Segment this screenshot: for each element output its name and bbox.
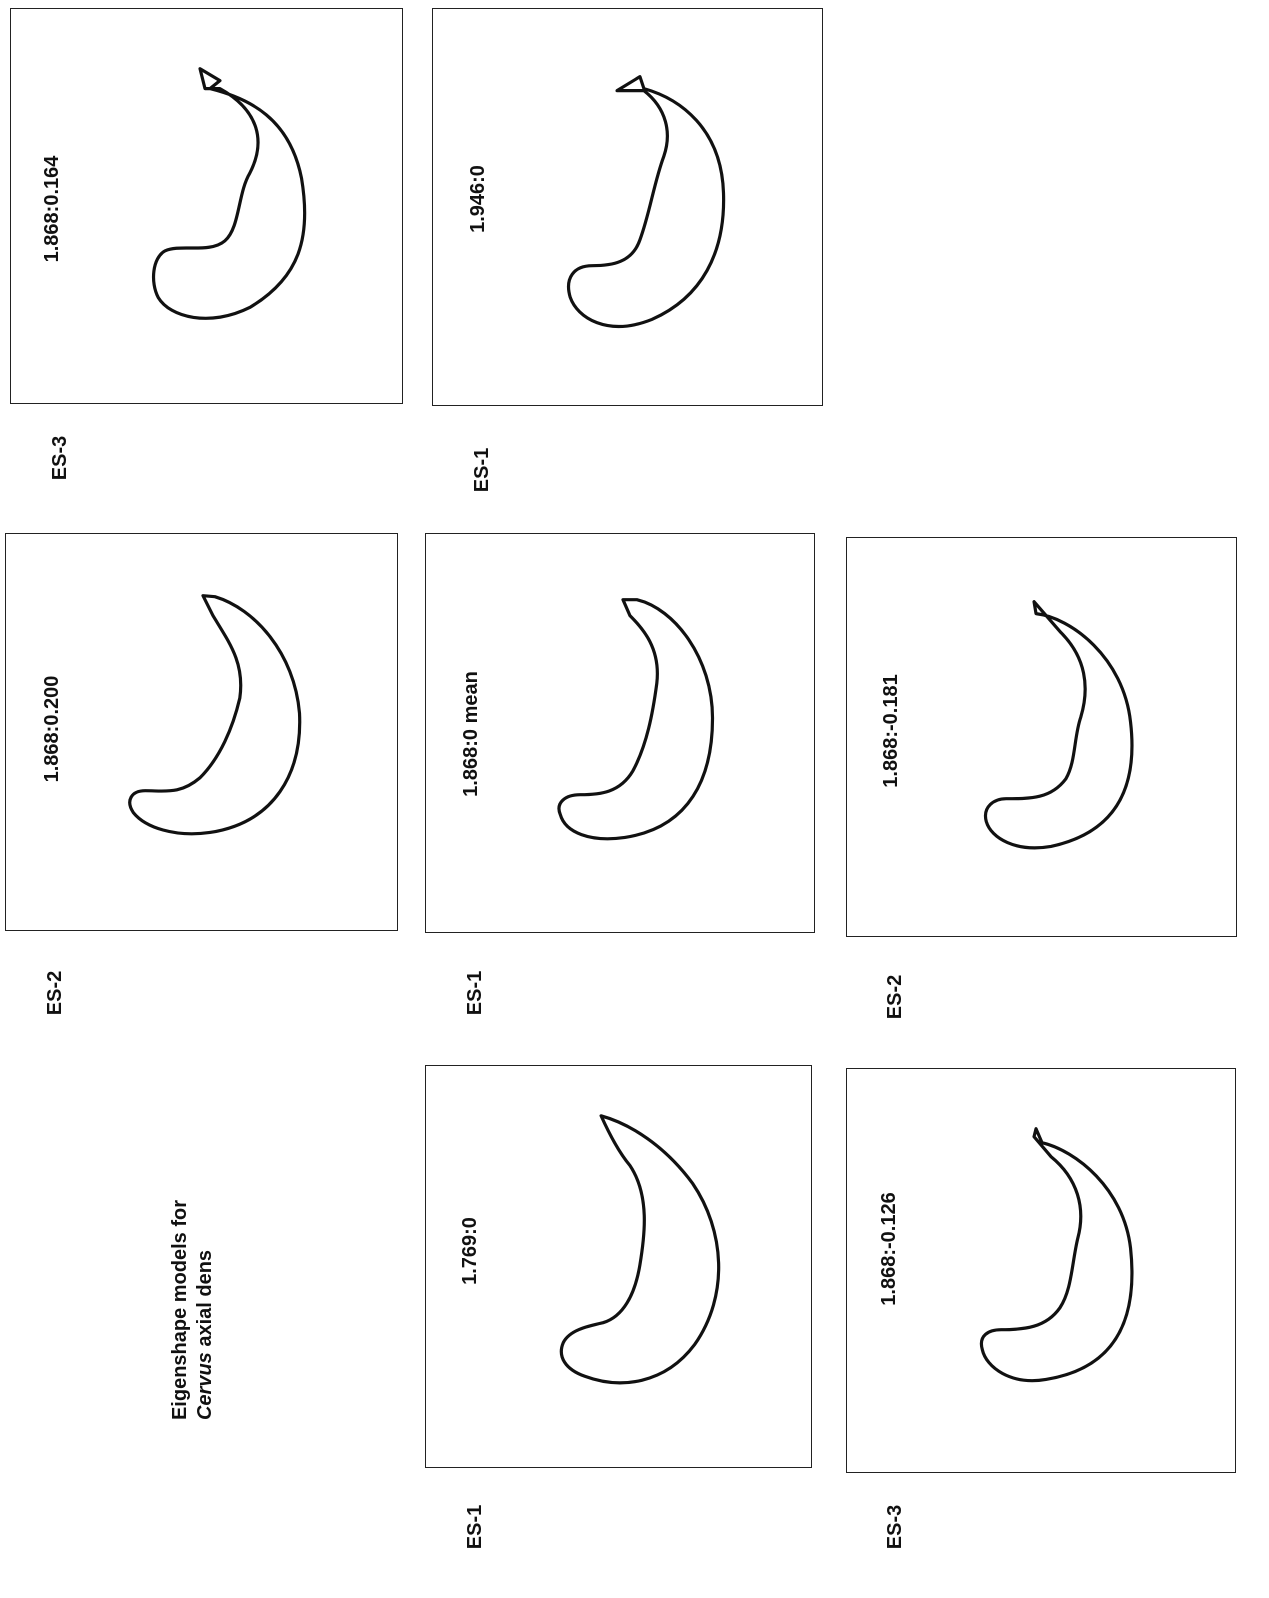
dens-outline	[433, 9, 822, 405]
dens-outline	[847, 538, 1236, 936]
dens-outline	[6, 534, 397, 930]
es-label: ES-1	[472, 448, 492, 492]
eigenshape-panel: 1.868:0.200	[5, 533, 398, 931]
eigenshape-panel: 1.868:0.164	[10, 8, 403, 404]
title-line-2: Cervus axial dens	[193, 1200, 218, 1420]
title-line-1: Eigenshape models for	[168, 1200, 193, 1420]
dens-outline-path	[154, 69, 305, 319]
figure-title: Eigenshape models for Cervus axial dens	[168, 1200, 218, 1420]
dens-outline	[847, 1069, 1235, 1472]
dens-outline	[11, 9, 402, 403]
eigenshape-panel: 1.868:-0.126	[846, 1068, 1236, 1473]
eigenshape-panel: 1.946:0	[432, 8, 823, 406]
eigenshape-panel: 1.769:0	[425, 1065, 812, 1468]
dens-outline-path	[981, 1129, 1132, 1381]
es-label: ES-1	[465, 1505, 485, 1549]
dens-outline-path	[130, 596, 300, 834]
title-line-2-rest: axial dens	[194, 1250, 216, 1352]
title-genus: Cervus	[194, 1352, 216, 1420]
eigenshape-panel: 1.868:0 mean	[425, 533, 815, 933]
dens-outline-path	[561, 1116, 718, 1383]
es-label: ES-2	[885, 975, 905, 1019]
dens-outline-path	[559, 600, 713, 839]
es-label: ES-3	[885, 1505, 905, 1549]
dens-outline	[426, 1066, 811, 1467]
dens-outline-path	[569, 77, 724, 327]
dens-outline	[426, 534, 814, 932]
eigenshape-panel: 1.868:-0.181	[846, 537, 1237, 937]
es-label: ES-2	[45, 971, 65, 1015]
es-label: ES-1	[465, 971, 485, 1015]
es-label: ES-3	[50, 436, 70, 480]
dens-outline-path	[986, 602, 1132, 848]
